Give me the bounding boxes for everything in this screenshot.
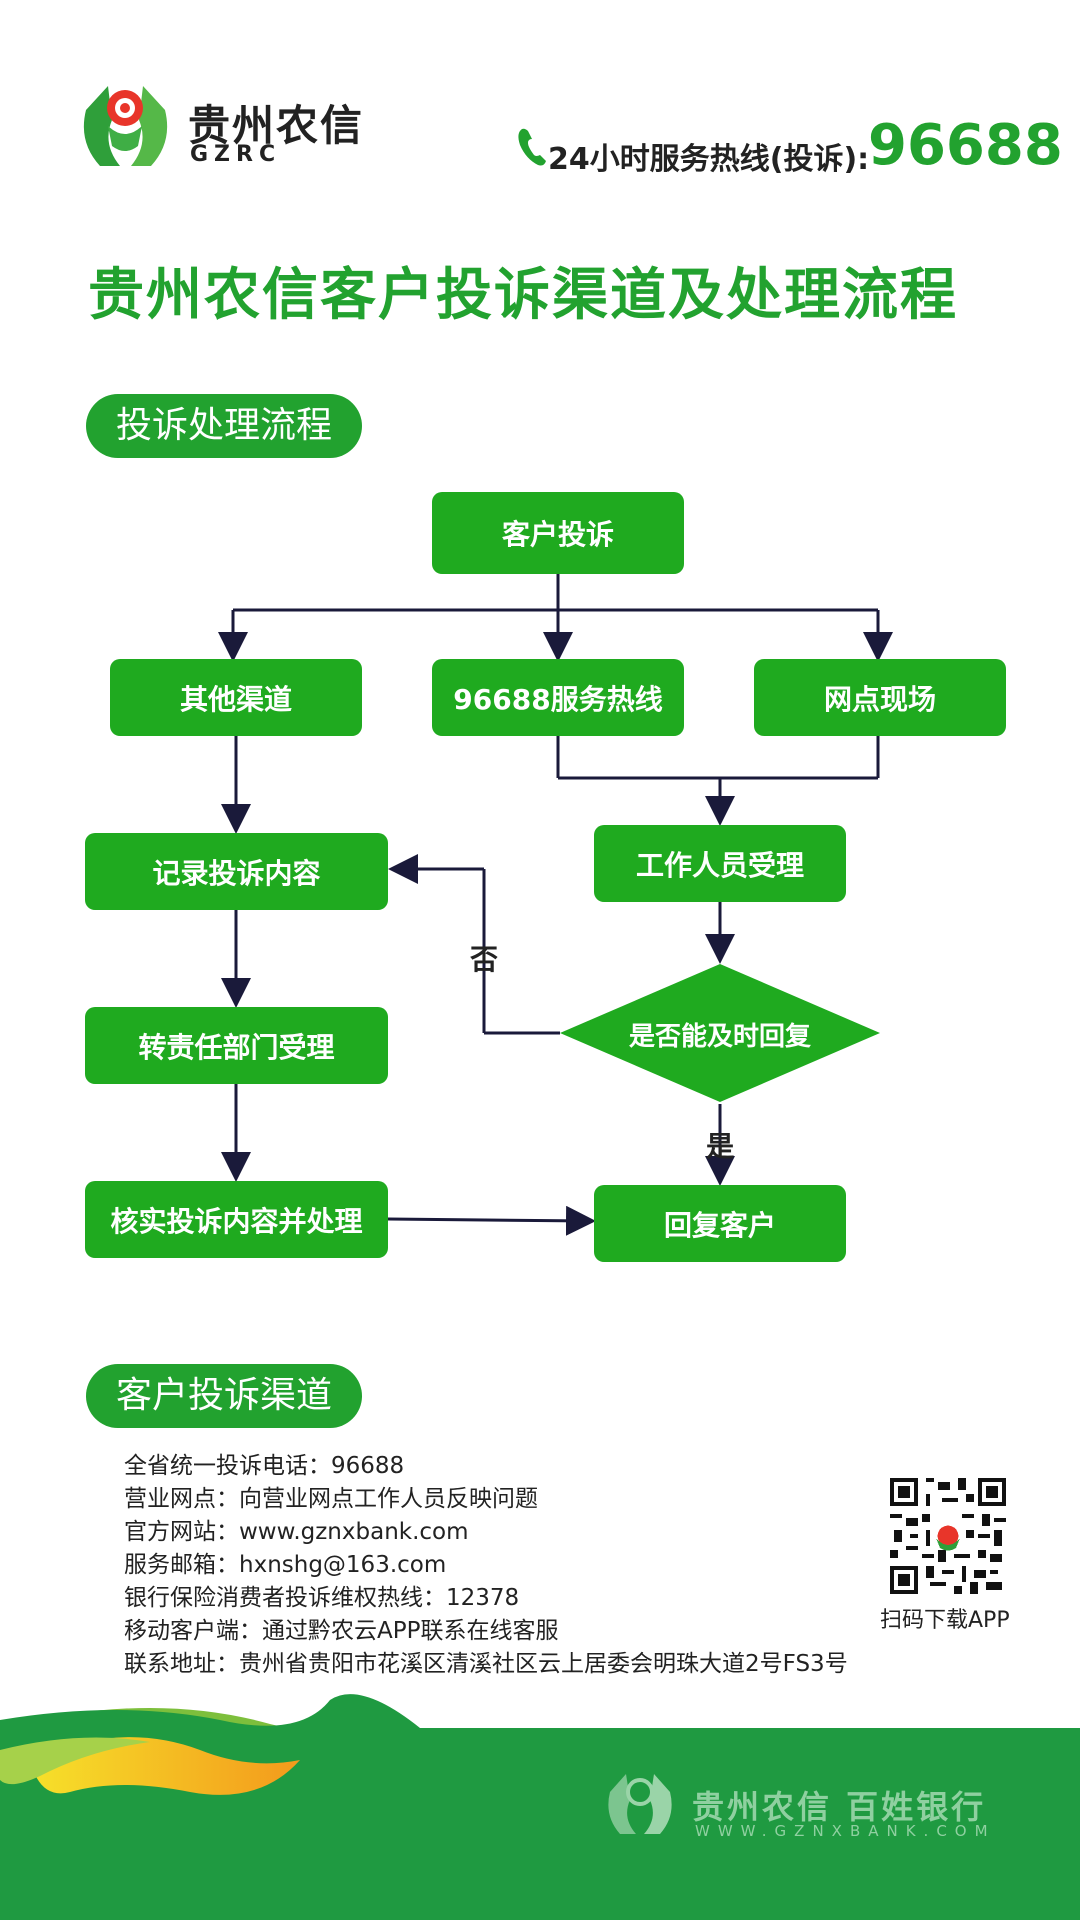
edge-label-yes: 是: [706, 1130, 735, 1163]
footer-brand: 贵州农信 百姓银行: [692, 1788, 987, 1826]
node-reply-customer: 回复客户: [594, 1185, 846, 1262]
channel-address: 联系地址：贵州省贵阳市花溪区清溪社区云上居委会明珠大道2号FS3号: [124, 1651, 848, 1677]
channel-email[interactable]: 服务邮箱：hxnshg@163.com: [124, 1552, 447, 1578]
node-hotline: 96688服务热线: [432, 659, 684, 736]
channel-website[interactable]: 官方网站：www.gznxbank.com: [124, 1519, 469, 1545]
node-record-content: 记录投诉内容: [85, 833, 388, 910]
edge-label-no: 否: [470, 943, 499, 976]
footer-wave-decoration: [0, 1694, 1080, 1920]
logo-icon: [83, 86, 168, 166]
section-label-process: 投诉处理流程: [86, 394, 362, 458]
footer-logo-icon: [608, 1774, 672, 1834]
node-staff-accept: 工作人员受理: [594, 825, 846, 902]
page-title: 贵州农信客户投诉渠道及处理流程: [88, 263, 958, 328]
qr-caption: 扫码下载APP: [880, 1608, 1010, 1633]
node-branch: 网点现场: [754, 659, 1006, 736]
logo-text-cn: 贵州农信: [188, 101, 365, 150]
hotline-number[interactable]: 96688: [868, 113, 1063, 178]
node-decision-text: 是否能及时回复: [628, 1022, 811, 1052]
hotline-label: 24小时服务热线(投诉):: [548, 142, 870, 177]
section-label-channels: 客户投诉渠道: [86, 1364, 362, 1428]
qr-code-icon[interactable]: [890, 1478, 1006, 1594]
logo-text-en: GZRC: [190, 142, 282, 167]
phone-icon: [518, 128, 546, 166]
channel-phone: 全省统一投诉电话：96688: [124, 1453, 405, 1479]
node-verify-handle: 核实投诉内容并处理: [85, 1181, 388, 1258]
node-other-channels: 其他渠道: [110, 659, 362, 736]
channel-insurance-hotline: 银行保险消费者投诉维权热线：12378: [124, 1585, 520, 1611]
channel-app: 移动客户端：通过黔农云APP联系在线客服: [124, 1618, 559, 1644]
node-customer-complaint: 客户投诉: [432, 492, 684, 574]
decision-diamond: [560, 964, 880, 1102]
footer-url[interactable]: WWW.GZNXBANK.COM: [695, 1822, 996, 1840]
channel-branch: 营业网点：向营业网点工作人员反映问题: [124, 1486, 538, 1512]
node-transfer-dept: 转责任部门受理: [85, 1007, 388, 1084]
